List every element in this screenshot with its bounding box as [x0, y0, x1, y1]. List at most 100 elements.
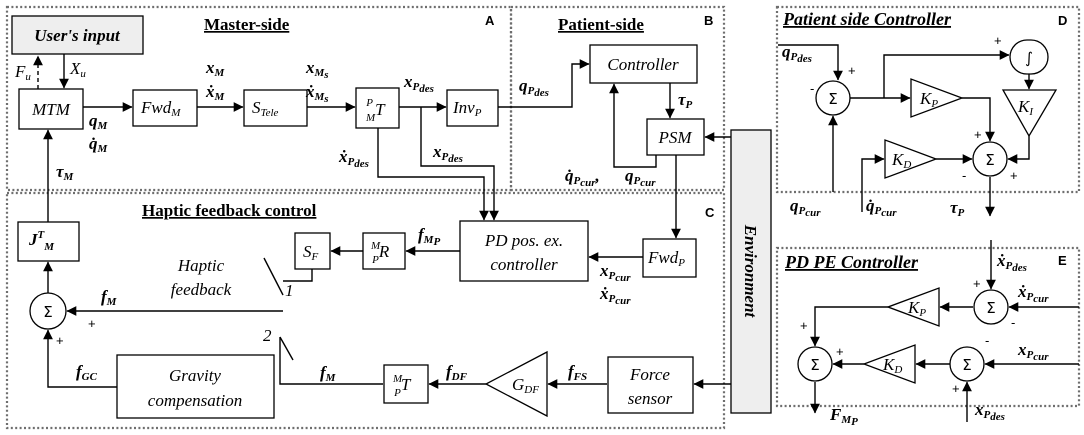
haptic-feedback-frame: [5, 191, 726, 430]
s-tele-block: [243, 89, 308, 127]
users-input-block: [11, 15, 144, 55]
pd-pe-controller-letter: E: [1058, 253, 1067, 268]
e-sum2-plus-top: +: [800, 318, 808, 333]
mpt-transform-block: [355, 87, 400, 129]
xdot-m-label: ẋM: [205, 82, 226, 103]
fwd-m-block: [132, 89, 198, 127]
d-qpdes-label: qPdes: [782, 42, 812, 65]
patient-side-letter: B: [704, 13, 713, 28]
mpr-rotation-block: [362, 232, 406, 270]
patient-side-frame: [509, 5, 726, 192]
d-qpdes-input-arrow: [778, 44, 843, 81]
psm-label: PSM: [657, 128, 692, 147]
d-ki-to-sum-arrow: [1007, 136, 1030, 164]
mtm-block: [18, 88, 84, 130]
master-side-title: Master-side: [204, 15, 290, 34]
d-kp-label: KP: [919, 89, 938, 110]
e-xdot-pdes-label: ẋPdes: [996, 251, 1027, 274]
d-kp-gain-triangle: [910, 78, 964, 118]
qdot-m-label: q̇M: [89, 134, 109, 155]
e-output-sum-junction: [797, 346, 833, 382]
haptic-feedback-label-1: Haptic: [177, 256, 225, 275]
e-kd-gain-triangle: [862, 344, 916, 384]
d-kd-label: KD: [891, 150, 911, 171]
d-error-to-integral-arrow: [883, 50, 1010, 98]
mtm-label: MTM: [31, 100, 71, 119]
d-qpcur-label: qPcur: [790, 196, 821, 219]
environment-block: [730, 129, 772, 414]
xdot-pcur-label-c: ẋPcur: [599, 284, 631, 307]
mpt-lower-block: [383, 364, 429, 404]
d-ki-gain-triangle: [1001, 89, 1058, 138]
e-sum1-plus: +: [973, 276, 981, 291]
fwd-p-block: [642, 238, 697, 278]
controller-block: [589, 44, 698, 84]
xdot-pdes-label-mid: ẋPdes: [338, 147, 369, 170]
users-input-label: User's input: [34, 26, 121, 45]
inv-p-label: InvP: [452, 98, 482, 119]
inv-p-block: [446, 89, 499, 127]
controller-label: Controller: [607, 55, 679, 74]
s-f-label: SF: [303, 242, 319, 263]
fm-label-upper: fM: [101, 287, 118, 308]
psm-block: [646, 118, 705, 156]
x-pcur-label-c: xPcur: [599, 261, 631, 284]
switch-pos-1-label: 1: [285, 281, 294, 300]
d-sum2-plus-top: +: [974, 127, 982, 142]
pd-position-controller-label-1: PD pos. ex.: [484, 231, 563, 250]
fwd-p-label: FwdP: [647, 248, 685, 269]
q-pcur-label: qPcur: [625, 166, 656, 189]
d-tau-p-label: τP: [950, 198, 965, 219]
invp-to-controller-arrow: [498, 59, 590, 108]
patient-controller-letter: D: [1058, 13, 1067, 28]
sum-plus-right: +: [88, 316, 96, 331]
d-sum1-plus: +: [848, 63, 856, 78]
e-x-pdes-label: xPdes: [974, 400, 1005, 423]
psm-feedback-line: [609, 83, 657, 168]
switch-input-1-line: [283, 269, 313, 282]
xdot-ms-label: ẋMs: [305, 82, 329, 105]
xpdes-label-mid: xPdes: [432, 142, 463, 165]
switch-pos-2-label: 2: [263, 326, 272, 345]
e-kd-label: KD: [882, 355, 902, 376]
f-fs-label: fFS: [568, 362, 587, 383]
e-cap-f-mp-label: FMP: [829, 405, 858, 428]
d-output-sum-symbol: Σ: [985, 151, 994, 169]
e-velocity-sum-junction: [973, 289, 1009, 325]
d-qdot-pcur-label: q̇Pcur: [866, 196, 897, 219]
e-sum3-plus: +: [952, 381, 960, 396]
xm-label: xM: [205, 58, 226, 79]
e-velocity-sum-symbol: Σ: [986, 299, 995, 317]
e-sum2-plus-right: +: [836, 344, 844, 359]
xpdes-branch-line: [420, 107, 499, 221]
switch-blade-2: [279, 336, 294, 361]
e-xdot-pcur-label: ẋPcur: [1017, 282, 1049, 305]
switch-blade-1: [263, 257, 284, 296]
patient-side-title: Patient-side: [558, 15, 644, 34]
gravity-compensation-label-2: compensation: [148, 391, 242, 410]
force-sensor-block: [607, 356, 694, 414]
haptic-sum-symbol: Σ: [43, 303, 52, 321]
f-gc-label: fGC: [76, 362, 98, 383]
force-sensor-label-2: sensor: [628, 389, 673, 408]
qpdes-label: qPdes: [519, 76, 549, 99]
f-df-label: fDF: [446, 362, 468, 383]
tau-m-label: τM: [56, 162, 75, 183]
gravity-compensation-block: [116, 354, 275, 419]
tau-p-label: τP: [678, 90, 693, 111]
sum-plus-bottom: +: [56, 333, 64, 348]
qdot-pcur-label: q̇Pcur,: [565, 166, 600, 189]
haptic-feedback-title: Haptic feedback control: [142, 201, 317, 220]
d-ki-label: KI: [1017, 97, 1034, 118]
e-x-pcur-label: xPcur: [1017, 340, 1049, 363]
d-sum1-minus: -: [810, 81, 814, 96]
master-side-letter: A: [485, 13, 495, 28]
d-output-sum-junction: [972, 141, 1008, 177]
jtm-block: [17, 221, 80, 262]
pd-pe-controller-frame: [775, 246, 1081, 408]
environment-label: Environment: [741, 224, 760, 319]
e-sum1-minus: -: [1011, 315, 1015, 330]
d-integral-plus: +: [994, 33, 1002, 48]
